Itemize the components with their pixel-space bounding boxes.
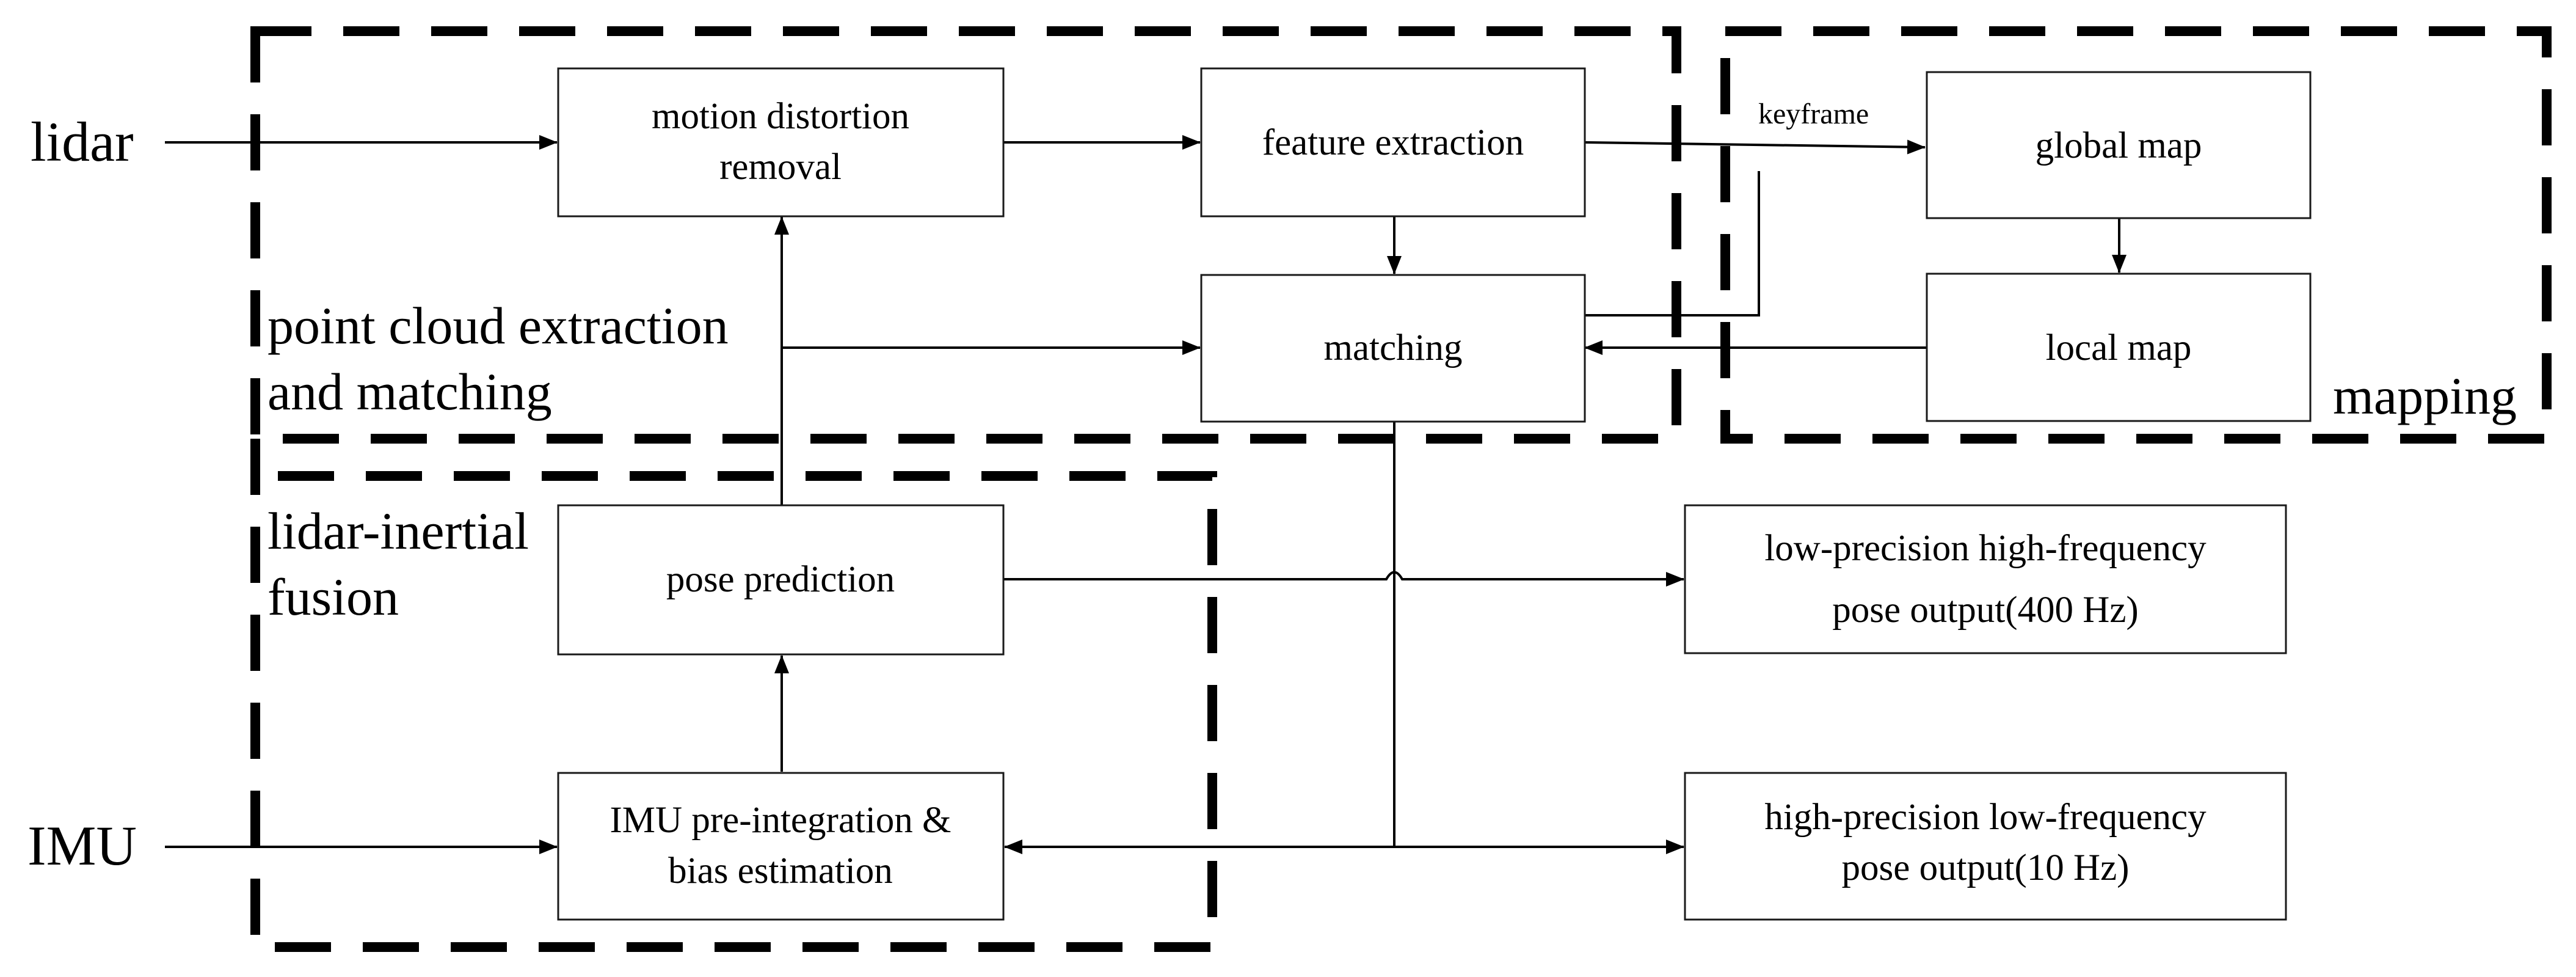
keyframe-edge-label: keyframe: [1758, 98, 1869, 130]
matching-keyframe-connector: [1585, 171, 1760, 317]
region-label-extraction-line1: point cloud extraction: [267, 296, 729, 355]
high-precision-output-label-line2: pose output(10 Hz): [1842, 847, 2130, 888]
imu-preintegration-label-line1: IMU pre-integration &: [609, 800, 951, 841]
region-label-extraction: point cloud extraction and matching: [267, 296, 729, 421]
high-precision-output-label-line1: high-precision low-frequency: [1764, 797, 2207, 838]
pose-prediction-label: pose prediction: [666, 559, 895, 600]
imu-input-label: IMU: [27, 814, 137, 877]
low-precision-output-label-line2: pose output(400 Hz): [1832, 590, 2138, 631]
global-map-box: global map: [1926, 71, 2312, 219]
region-point-cloud-extraction: [250, 26, 1681, 444]
motion-distortion-removal-label-line2: removal: [719, 147, 842, 188]
global-map-label: global map: [2036, 125, 2202, 166]
imu-preintegration-label-line2: bias estimation: [668, 851, 893, 891]
region-label-extraction-line2: and matching: [267, 362, 552, 421]
pose-prediction-box: pose prediction: [557, 504, 1005, 656]
matching-box: matching: [1200, 274, 1586, 423]
feature-extraction-to-global-map-arrow: [1584, 139, 1926, 155]
local-map-label: local map: [2046, 327, 2192, 368]
low-precision-output-box: low-precision high-frequency pose output…: [1684, 504, 2287, 654]
motion-distortion-removal-box: motion distortion removal: [557, 67, 1005, 218]
feature-extraction-box: feature extraction: [1200, 67, 1586, 218]
local-map-box: local map: [1926, 273, 2312, 422]
lidar-input-label: lidar: [31, 111, 134, 173]
region-mapping: [1720, 26, 2552, 444]
region-label-fusion-line1: lidar-inertial: [267, 502, 529, 560]
matching-label: matching: [1324, 327, 1463, 368]
low-precision-output-label-line1: low-precision high-frequency: [1764, 528, 2207, 569]
region-label-fusion-line2: fusion: [267, 568, 399, 626]
pose-prediction-to-low-precision-output-arrow: [1003, 571, 1684, 587]
feature-extraction-label: feature extraction: [1262, 122, 1524, 163]
region-label-mapping: mapping: [2333, 367, 2517, 425]
high-precision-output-box: high-precision low-frequency pose output…: [1684, 772, 2287, 921]
motion-distortion-removal-label-line1: motion distortion: [652, 96, 909, 137]
region-label-fusion: lidar-inertial fusion: [267, 502, 529, 626]
imu-preintegration-box: IMU pre-integration & bias estimation: [557, 772, 1005, 921]
connectors: [165, 135, 2127, 854]
